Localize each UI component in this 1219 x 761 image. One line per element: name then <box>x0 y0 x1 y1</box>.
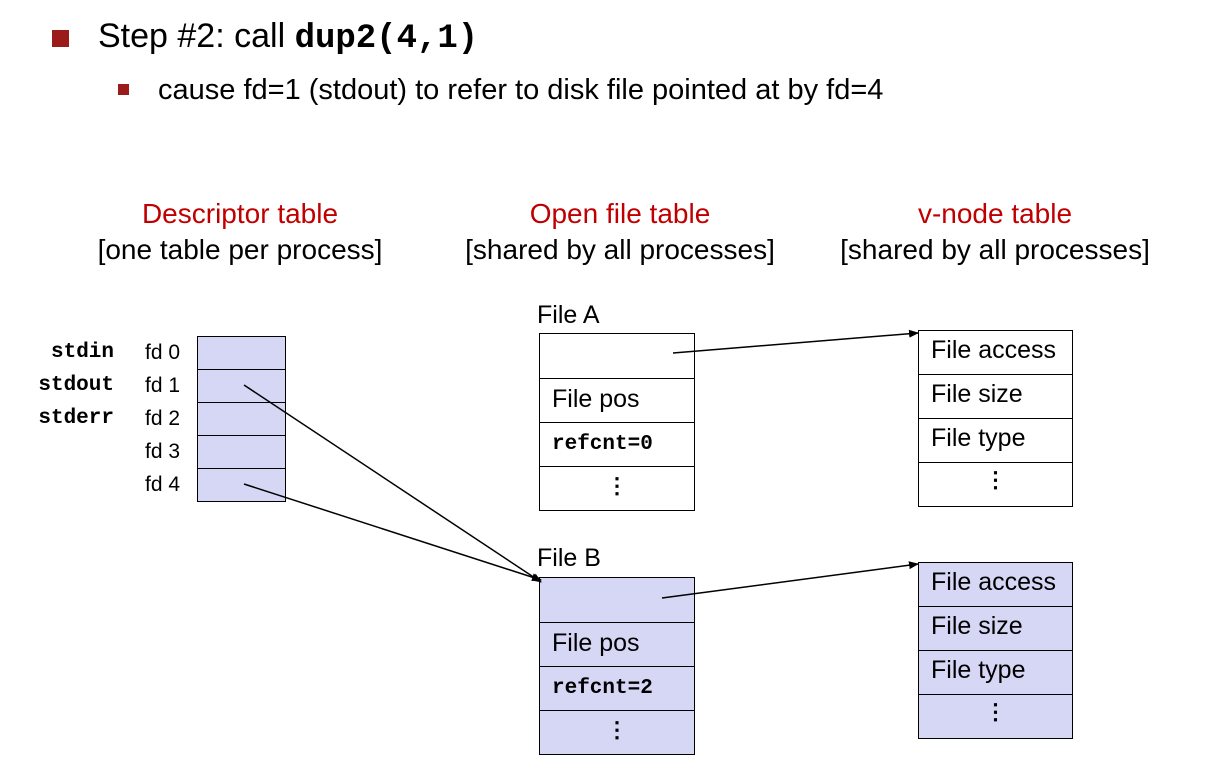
ellipsis-icon: ⋮ <box>984 467 1007 492</box>
vnode-a-more-cell: ⋮ <box>918 462 1073 507</box>
vnode-a-size: File size <box>931 380 1023 408</box>
file-a-pos: File pos <box>552 385 640 413</box>
fd-label: fd 1 <box>145 374 181 397</box>
sub-bullet-icon <box>118 84 129 95</box>
vnode-b-type-cell: File type <box>918 650 1073 695</box>
subheading: cause fd=1 (stdout) to refer to disk fil… <box>158 74 884 106</box>
fd4-to-file-b-arrow <box>243 483 542 582</box>
stdin-label: stdin <box>50 341 114 364</box>
vnode-subtitle: [shared by all processes] <box>840 234 1150 265</box>
vnode-a-type-cell: File type <box>918 418 1073 463</box>
vnode-b-access-cell: File access <box>918 562 1073 607</box>
ellipsis-icon: ⋮ <box>984 699 1007 724</box>
vnode-b-type: File type <box>931 656 1026 684</box>
vnode-a-access-cell: File access <box>918 330 1073 375</box>
fd-label: fd 3 <box>145 440 181 463</box>
file-a-pointer-cell <box>539 333 695 379</box>
vnode-b-more-cell: ⋮ <box>918 694 1073 739</box>
descriptor-cell-fd2 <box>197 402 286 436</box>
file-a-refcnt-cell: refcnt=0 <box>539 422 695 467</box>
fd-label: fd 0 <box>145 341 181 364</box>
stderr-label: stderr <box>38 407 114 430</box>
vnode-b-access: File access <box>931 568 1057 596</box>
descriptor-cell-fd3 <box>197 435 286 469</box>
file-b-pos: File pos <box>552 629 640 657</box>
descriptor-cell-fd0 <box>197 336 286 370</box>
fd-label: fd 2 <box>145 407 181 430</box>
page-title: Step #2: call dup2(4,1) <box>98 14 478 61</box>
stdout-label: stdout <box>38 374 114 397</box>
vnode-a-access: File access <box>931 336 1057 364</box>
file-a-more-cell: ⋮ <box>539 466 695 511</box>
title-code: dup2(4,1) <box>294 20 479 58</box>
vnode-b-size-cell: File size <box>918 606 1073 651</box>
ellipsis-icon: ⋮ <box>606 717 628 742</box>
ellipsis-icon: ⋮ <box>606 473 628 498</box>
descriptor-cell-fd1 <box>197 369 286 403</box>
file-b-refcnt: refcnt=2 <box>552 677 653 700</box>
descriptor-title: Descriptor table <box>141 198 339 229</box>
file-a-refcnt: refcnt=0 <box>552 433 653 456</box>
file-b-label: File B <box>537 544 601 572</box>
file-b-pos-cell: File pos <box>539 622 695 667</box>
open-file-title: Open file table <box>529 198 711 229</box>
heading-bullet-icon <box>52 30 69 47</box>
fd-label: fd 4 <box>145 473 181 496</box>
descriptor-cell-fd4 <box>197 468 286 502</box>
file-a-pos-cell: File pos <box>539 378 695 423</box>
file-a-label: File A <box>537 301 600 329</box>
vnode-a-size-cell: File size <box>918 374 1073 419</box>
open-file-column-title: Open file table [shared by all processes… <box>440 196 800 268</box>
vnode-column-title: v-node table [shared by all processes] <box>815 196 1175 268</box>
file-a-to-vnode-a-arrow <box>672 329 919 354</box>
vnode-b-size: File size <box>931 612 1023 640</box>
descriptor-subtitle: [one table per process] <box>97 234 383 265</box>
file-b-pointer-cell <box>539 577 695 623</box>
file-b-refcnt-cell: refcnt=2 <box>539 666 695 711</box>
vnode-title: v-node table <box>917 198 1073 229</box>
fd1-to-file-b-arrow <box>243 384 542 583</box>
vnode-a-type: File type <box>931 424 1026 452</box>
file-b-to-vnode-b-arrow <box>661 561 919 599</box>
file-b-more-cell: ⋮ <box>539 710 695 755</box>
open-file-subtitle: [shared by all processes] <box>465 234 775 265</box>
title-prefix: Step #2: call <box>98 17 295 55</box>
descriptor-column-title: Descriptor table [one table per process] <box>60 196 420 268</box>
